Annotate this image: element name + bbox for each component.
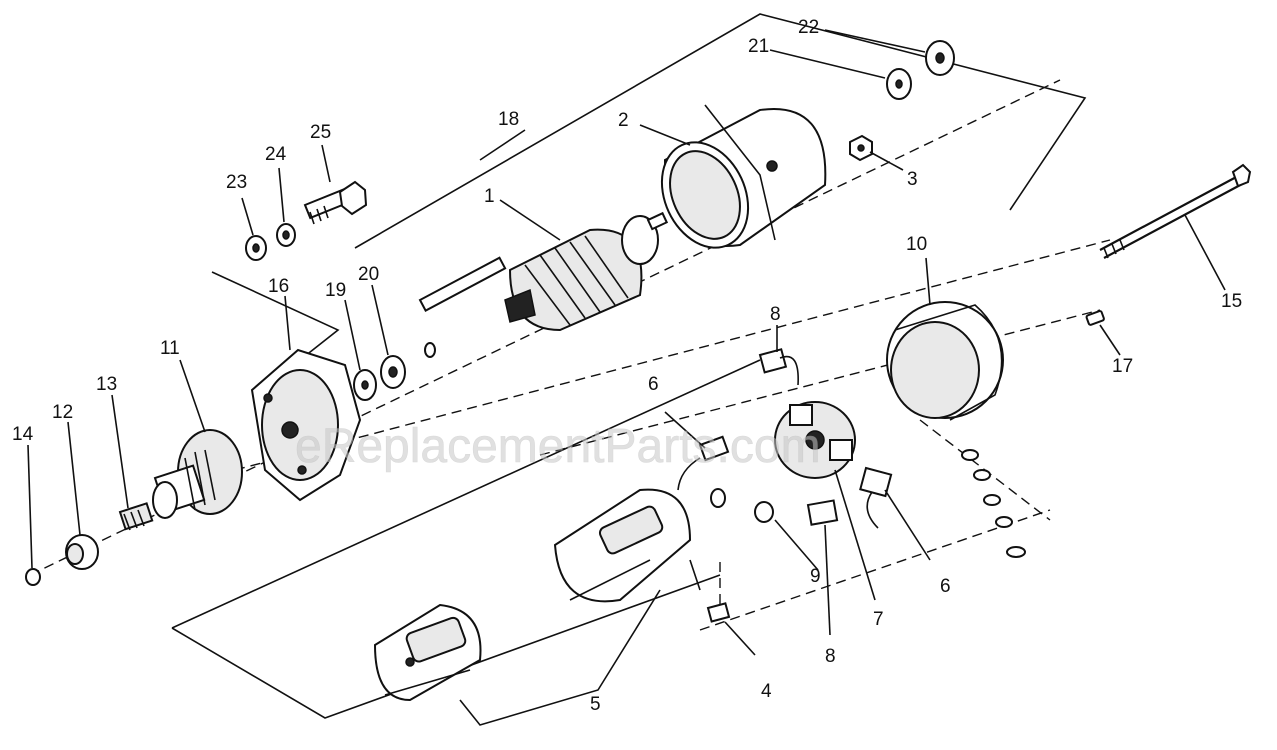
- part-11-drive-pinion: [152, 429, 243, 519]
- callout-8a: 8: [770, 304, 781, 325]
- callout-18: 18: [498, 109, 519, 130]
- callout-5: 5: [590, 694, 601, 715]
- part-13-spring: [118, 502, 154, 531]
- part-22-washer: [925, 40, 955, 76]
- callout-14: 14: [12, 424, 34, 445]
- part-12-collar: [65, 534, 99, 570]
- part-15-through-bolt: [1099, 163, 1252, 259]
- part-16-end-plate: [250, 348, 362, 502]
- callout-3: 3: [907, 169, 918, 190]
- part-7-brush-holder: [774, 401, 856, 479]
- callout-1: 1: [484, 186, 495, 207]
- callout-17: 17: [1112, 356, 1133, 377]
- part-8-brush-lower: [806, 499, 839, 526]
- part-5-field-coil-upper: [553, 488, 701, 603]
- part-9-nut: [754, 501, 774, 523]
- part-8-brush-upper: [758, 348, 799, 386]
- part-24-lockwasher: [276, 223, 296, 247]
- callout-21: 21: [748, 36, 769, 57]
- callout-13: 13: [96, 374, 117, 395]
- part-2-field-housing: [660, 104, 827, 249]
- callout-leaders: [27, 29, 1226, 656]
- part-23-washer: [245, 235, 267, 261]
- callout-16: 16: [268, 276, 289, 297]
- callout-7: 7: [873, 609, 884, 630]
- part-21-washer: [886, 68, 912, 100]
- part-5-field-coil-lower: [373, 603, 482, 702]
- callout-12: 12: [52, 402, 73, 423]
- part-1-armature: [418, 211, 669, 358]
- part-6-brush-left: [677, 435, 730, 491]
- callout-19: 19: [325, 280, 346, 301]
- part-19-washer: [353, 369, 377, 401]
- part-25-bolt: [303, 180, 368, 225]
- callout-10: 10: [906, 234, 927, 255]
- part-6-brush-right: [859, 466, 893, 529]
- callout-labels: 1 2 3 4 5 6 6 7 8 8 9 10 11 12 13 14 15 …: [12, 17, 1242, 715]
- small-washers-stack: [961, 449, 1026, 558]
- part-4-clip: [706, 602, 731, 623]
- callout-23: 23: [226, 172, 247, 193]
- callout-15: 15: [1221, 291, 1242, 312]
- part-14-snap-ring: [25, 568, 41, 586]
- callout-25: 25: [310, 122, 331, 143]
- callout-6b: 6: [940, 576, 951, 597]
- callout-11: 11: [160, 338, 180, 359]
- part-20-washer: [380, 355, 406, 389]
- callout-20: 20: [358, 264, 379, 285]
- callout-8b: 8: [825, 646, 836, 667]
- group-bracket-lines: [171, 13, 1087, 726]
- part-17-screw: [1085, 310, 1105, 326]
- part-10-end-cover: [886, 301, 1004, 421]
- callout-22: 22: [798, 17, 819, 38]
- callout-9: 9: [810, 566, 821, 587]
- callout-2: 2: [618, 110, 629, 131]
- callout-6a: 6: [648, 374, 659, 395]
- small-spring: [710, 488, 726, 508]
- callout-24: 24: [265, 144, 287, 165]
- watermark: eReplacementParts.com: [295, 420, 821, 473]
- callout-4: 4: [761, 681, 772, 702]
- part-3-nut: [849, 134, 873, 162]
